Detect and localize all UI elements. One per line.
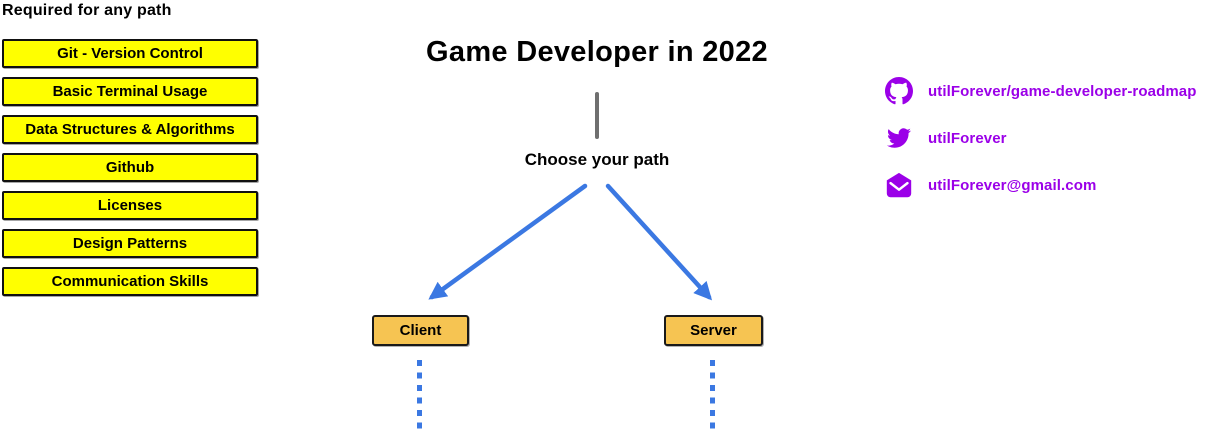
email-icon bbox=[884, 170, 914, 200]
title-connector-line bbox=[595, 92, 599, 139]
required-item-dsa: Data Structures & Algorithms bbox=[2, 115, 258, 144]
server-path-node: Server bbox=[664, 315, 763, 346]
github-icon bbox=[884, 76, 914, 106]
page-title: Game Developer in 2022 bbox=[426, 36, 768, 68]
email-link[interactable]: utilForever@gmail.com bbox=[884, 170, 1196, 200]
twitter-link[interactable]: utilForever bbox=[884, 123, 1196, 153]
required-item-communication: Communication Skills bbox=[2, 267, 258, 296]
contact-links: utilForever/game-developer-roadmap utilF… bbox=[884, 76, 1196, 200]
arrow-to-server bbox=[605, 183, 713, 301]
required-item-terminal: Basic Terminal Usage bbox=[2, 77, 258, 106]
github-link[interactable]: utilForever/game-developer-roadmap bbox=[884, 76, 1196, 106]
twitter-icon bbox=[884, 123, 914, 153]
github-link-label: utilForever/game-developer-roadmap bbox=[928, 82, 1197, 100]
arrow-to-client bbox=[428, 183, 588, 300]
required-item-licenses: Licenses bbox=[2, 191, 258, 220]
required-item-design-patterns: Design Patterns bbox=[2, 229, 258, 258]
required-item-github: Github bbox=[2, 153, 258, 182]
choose-path-label: Choose your path bbox=[524, 150, 670, 169]
email-link-label: utilForever@gmail.com bbox=[928, 176, 1097, 194]
client-path-node: Client bbox=[372, 315, 469, 346]
required-item-git: Git - Version Control bbox=[2, 39, 258, 68]
twitter-link-label: utilForever bbox=[928, 129, 1007, 147]
required-list: Git - Version Control Basic Terminal Usa… bbox=[2, 39, 258, 296]
required-section-heading: Required for any path bbox=[2, 2, 172, 19]
